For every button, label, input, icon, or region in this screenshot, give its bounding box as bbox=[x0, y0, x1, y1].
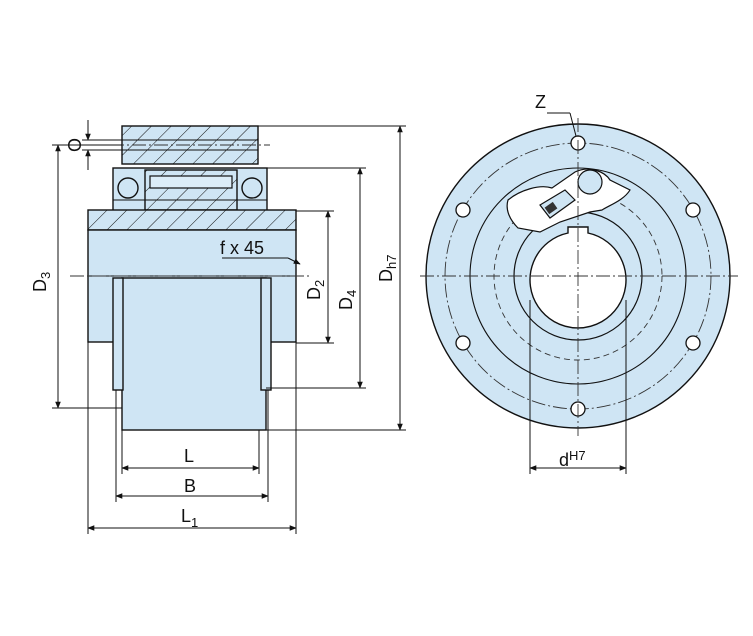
label-l1: L1 bbox=[181, 506, 198, 530]
bolt-hole-upper-left bbox=[455, 202, 471, 218]
label-b: B bbox=[184, 476, 196, 496]
label-o: O bbox=[65, 138, 85, 152]
label-dh7-bore: dH7 bbox=[559, 448, 586, 470]
side-section-view bbox=[70, 125, 310, 431]
label-d2: D2 bbox=[304, 280, 327, 300]
flange-section bbox=[87, 209, 297, 231]
body-lower bbox=[121, 277, 267, 431]
label-d4: D4 bbox=[336, 290, 359, 310]
front-dimensions bbox=[529, 112, 627, 474]
right-ball-bearing bbox=[241, 177, 263, 199]
side-dimensions bbox=[52, 120, 406, 534]
side-labels: D3 O f x 45 D2 D4 Dh7 L B L1 bbox=[30, 138, 399, 530]
label-f-x-45: f x 45 bbox=[220, 238, 264, 258]
bolt-hole-lower-left bbox=[455, 335, 471, 351]
label-z: Z bbox=[535, 92, 546, 112]
bolt-hole-lower-right bbox=[685, 335, 701, 351]
front-view bbox=[420, 118, 738, 436]
label-dh7: Dh7 bbox=[376, 255, 399, 282]
left-ball-bearing bbox=[117, 177, 139, 199]
label-d3: D3 bbox=[30, 272, 53, 292]
cutaway-roller bbox=[577, 169, 603, 195]
front-labels: Z dH7 bbox=[535, 92, 586, 470]
bolt-holes bbox=[455, 135, 701, 417]
label-l: L bbox=[184, 446, 194, 466]
bolt-hole-upper-right bbox=[685, 202, 701, 218]
